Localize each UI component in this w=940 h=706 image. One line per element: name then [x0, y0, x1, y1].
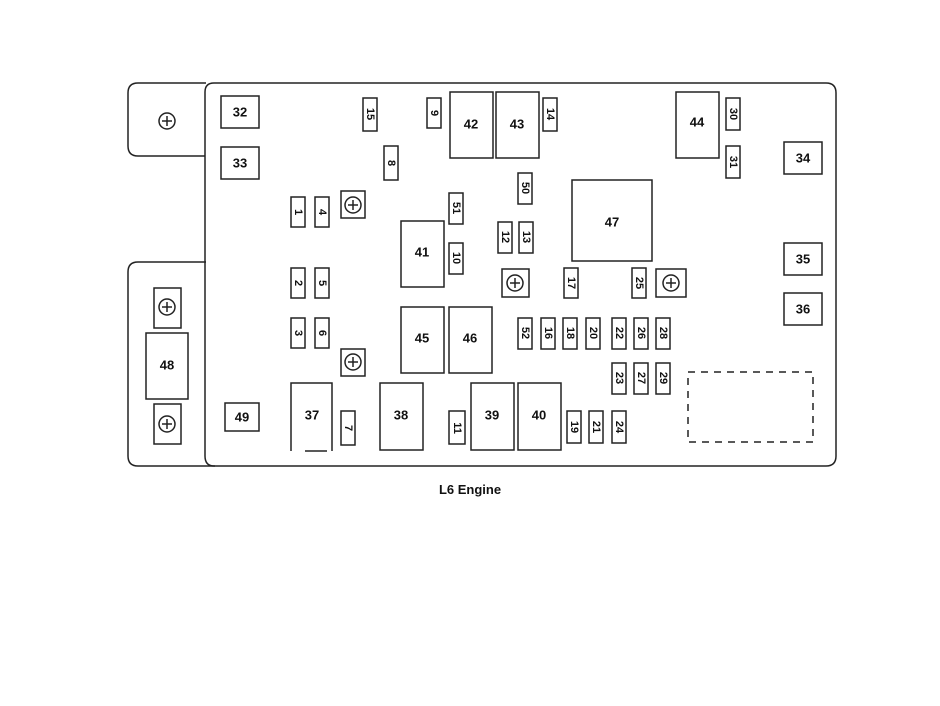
fuse-22: 22: [612, 318, 626, 349]
fuse-15: 15: [363, 98, 377, 131]
svg-text:52: 52: [519, 327, 531, 339]
fuse-12: 12: [498, 222, 512, 253]
svg-text:51: 51: [450, 202, 462, 214]
fuse-24: 24: [612, 411, 626, 443]
label-38: 38: [394, 408, 408, 423]
fuse-50: 50: [518, 173, 532, 204]
svg-text:16: 16: [542, 327, 554, 339]
svg-text:12: 12: [499, 231, 511, 243]
svg-text:26: 26: [635, 327, 647, 339]
label-47: 47: [605, 215, 619, 230]
svg-text:8: 8: [385, 160, 397, 166]
label-33: 33: [233, 156, 247, 171]
fuse-31: 31: [726, 146, 740, 178]
label-45: 45: [415, 331, 429, 346]
diagram-caption: L6 Engine: [380, 482, 560, 497]
svg-text:1: 1: [292, 209, 304, 215]
fuse-19: 19: [567, 411, 581, 443]
fuse-25: 25: [632, 268, 646, 298]
fuse-20: 20: [586, 318, 600, 349]
fuse-28: 28: [656, 318, 670, 349]
svg-text:17: 17: [565, 277, 577, 289]
fuse-5: 5: [315, 268, 329, 298]
svg-text:31: 31: [727, 156, 739, 168]
fuse-27: 27: [634, 363, 648, 394]
svg-text:15: 15: [364, 108, 376, 120]
svg-text:5: 5: [316, 280, 328, 286]
svg-text:23: 23: [613, 372, 625, 384]
label-48: 48: [160, 358, 174, 373]
svg-text:7: 7: [342, 425, 354, 431]
svg-text:21: 21: [590, 421, 602, 433]
mounting-bolt-icon: [341, 191, 365, 218]
fuse-7: 7: [341, 411, 355, 445]
label-32: 32: [233, 105, 247, 120]
label-44: 44: [690, 115, 705, 130]
svg-text:2: 2: [292, 280, 304, 286]
fuse-1: 1: [291, 197, 305, 227]
svg-text:10: 10: [450, 252, 462, 264]
fuse-17: 17: [564, 268, 578, 298]
fuse-9: 9: [427, 98, 441, 128]
svg-text:11: 11: [451, 422, 463, 434]
label-41: 41: [415, 245, 429, 260]
fuse-2: 2: [291, 268, 305, 298]
svg-text:28: 28: [657, 327, 669, 339]
mounting-bolt-icon: [159, 113, 175, 129]
svg-text:18: 18: [564, 327, 576, 339]
fuse-18: 18: [563, 318, 577, 349]
label-39: 39: [485, 408, 499, 423]
svg-text:27: 27: [635, 372, 647, 384]
fuse-6: 6: [315, 318, 329, 348]
fuse-10: 10: [449, 243, 463, 274]
svg-text:22: 22: [613, 327, 625, 339]
fuse-3: 3: [291, 318, 305, 348]
svg-text:9: 9: [428, 110, 440, 116]
label-46: 46: [463, 331, 477, 346]
label-49: 49: [235, 410, 249, 425]
label-42: 42: [464, 117, 478, 132]
label-37: 37: [305, 408, 319, 423]
svg-text:3: 3: [292, 330, 304, 336]
fuse-14: 14: [543, 98, 557, 131]
svg-text:20: 20: [587, 327, 599, 339]
svg-text:50: 50: [519, 182, 531, 194]
svg-text:6: 6: [316, 330, 328, 336]
svg-text:19: 19: [568, 421, 580, 433]
label-36: 36: [796, 302, 810, 317]
svg-text:14: 14: [544, 108, 556, 121]
fuse-30: 30: [726, 98, 740, 130]
fuse-51: 51: [449, 193, 463, 224]
fuse-52: 52: [518, 318, 532, 349]
mounting-bolt-icon: [656, 269, 686, 297]
svg-text:13: 13: [520, 231, 532, 243]
fuse-29: 29: [656, 363, 670, 394]
fuse-11: 11: [449, 411, 465, 444]
fuse-23: 23: [612, 363, 626, 394]
svg-text:24: 24: [613, 421, 625, 434]
label-40: 40: [532, 408, 546, 423]
label-35: 35: [796, 252, 810, 267]
mounting-bolt-icon: [341, 349, 365, 376]
fuse-26: 26: [634, 318, 648, 349]
fuse-21: 21: [589, 411, 603, 443]
fuse-13: 13: [519, 222, 533, 253]
fuse-8: 8: [384, 146, 398, 180]
fuse-4: 4: [315, 197, 329, 227]
svg-text:30: 30: [727, 108, 739, 120]
svg-text:25: 25: [633, 277, 645, 289]
empty-slot-dashed: [688, 372, 813, 442]
mounting-bolt-icon: [502, 269, 529, 297]
label-43: 43: [510, 117, 524, 132]
svg-text:4: 4: [316, 209, 328, 216]
svg-text:29: 29: [657, 372, 669, 384]
fuse-16: 16: [541, 318, 555, 349]
label-34: 34: [796, 151, 811, 166]
